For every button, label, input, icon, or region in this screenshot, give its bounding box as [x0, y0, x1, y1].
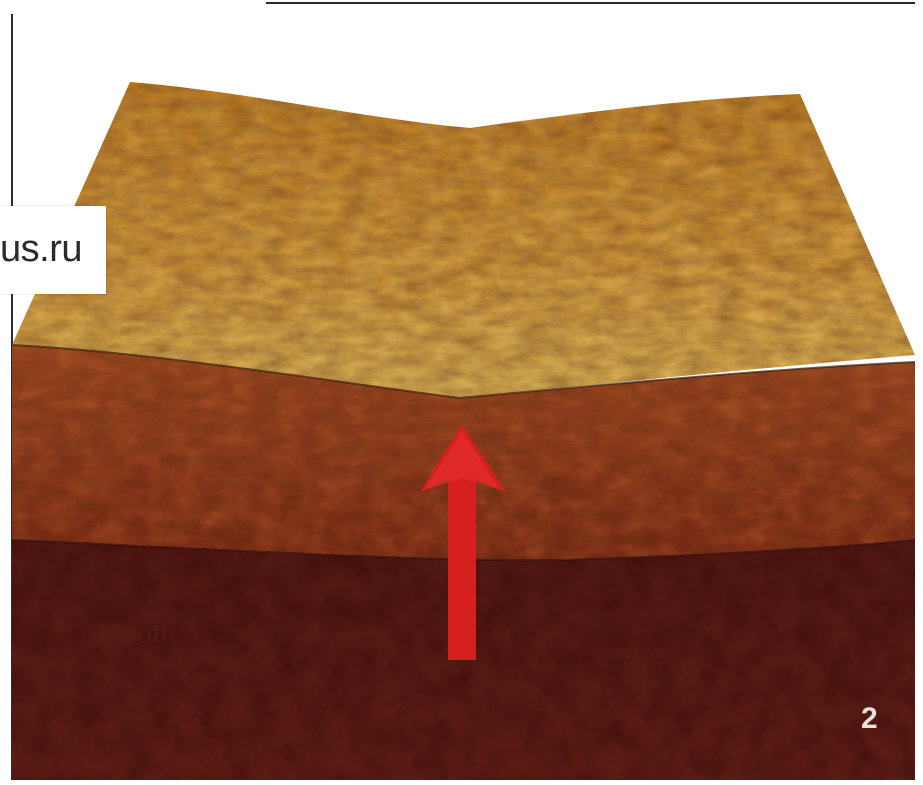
figure-number: 2: [861, 702, 878, 736]
watermark-text: us.ru: [0, 228, 82, 271]
watermark-box: us.ru: [0, 206, 106, 294]
faint-layer-label: Mouth: [98, 618, 176, 650]
